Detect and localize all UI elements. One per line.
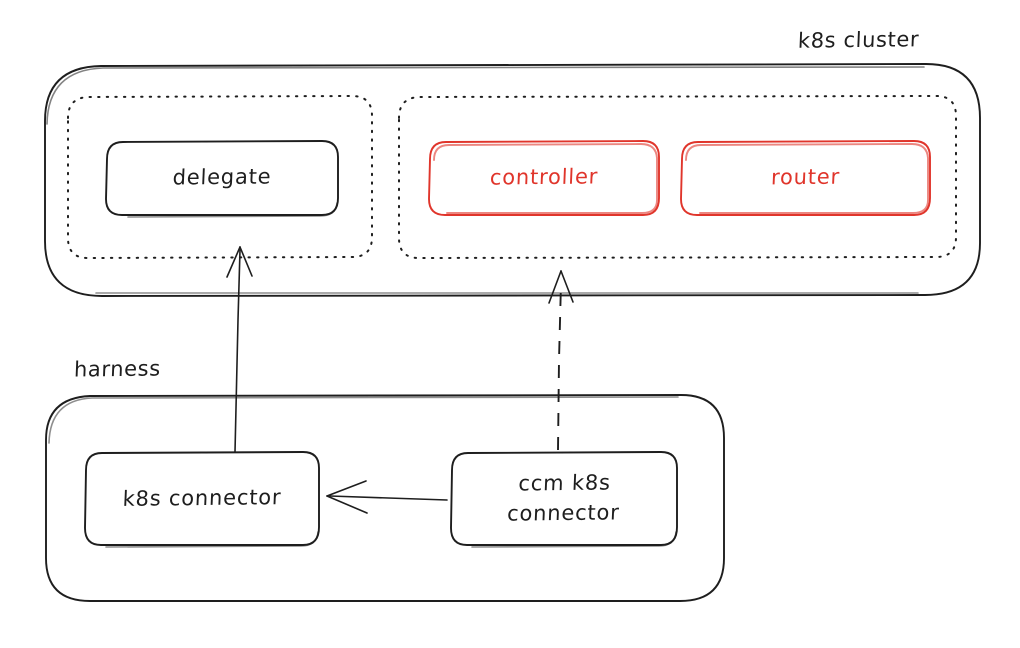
node-label-router: router <box>770 164 841 190</box>
node-router[interactable] <box>680 140 931 216</box>
node-delegate[interactable] <box>105 140 339 218</box>
container-label-k8s-cluster: k8s cluster <box>797 27 920 53</box>
node-k8s-connector[interactable] <box>84 451 320 548</box>
node-label-k8s-connector: k8s connector <box>122 484 282 511</box>
node-ccm-k8s-connector[interactable] <box>450 451 678 548</box>
node-label-ccm-k8s-connector-line1: ccm k8s <box>517 470 612 496</box>
edge-ccm-services[interactable] <box>548 270 574 451</box>
edge-ccm-k8sconnector[interactable] <box>326 480 448 514</box>
node-label-controller: controller <box>489 164 599 190</box>
node-controller[interactable] <box>428 140 660 216</box>
node-label-ccm-k8s-connector: ccm k8s connector <box>449 451 679 546</box>
edge-k8sconnector-delegate[interactable] <box>226 246 253 453</box>
group-delegate[interactable] <box>67 95 373 259</box>
container-label-harness: harness <box>73 356 162 382</box>
node-label-delegate: delegate <box>172 164 272 190</box>
node-label-ccm-k8s-connector-line2: connector <box>506 499 621 526</box>
group-services[interactable] <box>398 95 957 259</box>
